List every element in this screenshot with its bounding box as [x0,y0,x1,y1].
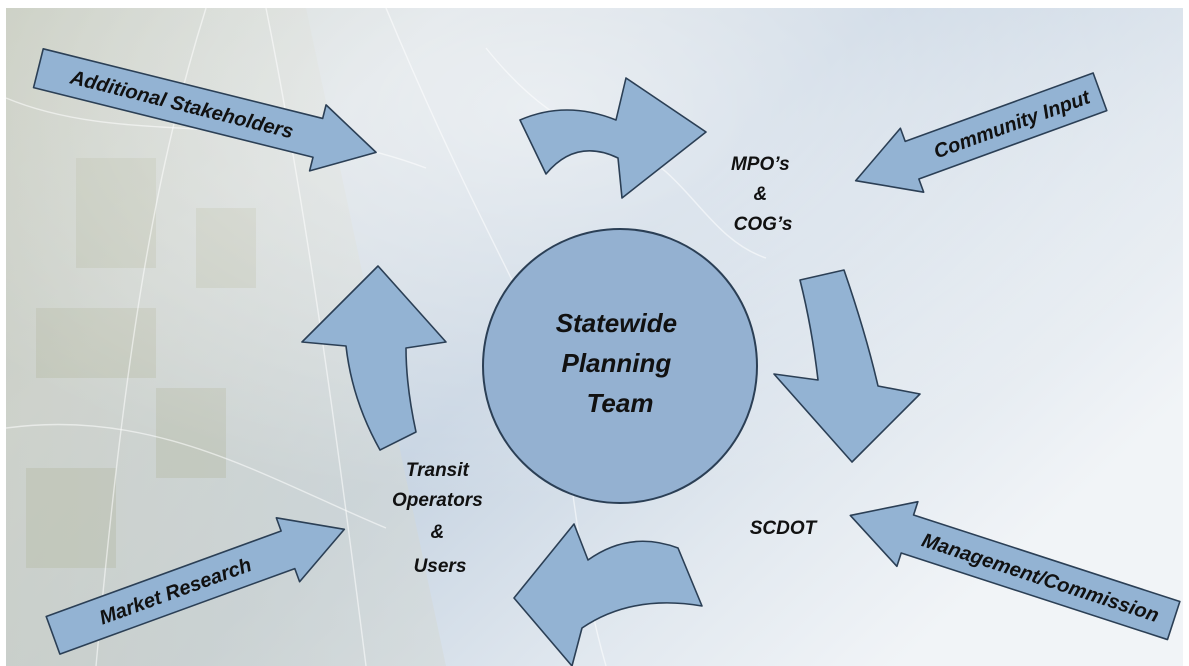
cycle-arrow-right [773,269,921,463]
input-arrow-community-input-shape [854,72,1108,193]
center-label-line-1: Statewide [556,308,677,338]
cycle-arrows [301,77,921,666]
center-label-line-3: Team [587,388,654,418]
cycle-arrow-bottom [513,523,703,666]
diagram-stage: Statewide Planning Team MPO’s & COG’s SC… [6,8,1183,666]
input-arrow-additional-stakeholders-shape [32,47,377,172]
center-circle [482,228,758,504]
input-arrow-management-commission-shape [849,500,1181,641]
transit-label: Transit Operators & Users [392,460,488,577]
transit-label-line-3: & [430,522,444,543]
cycle-diagram: Statewide Planning Team MPO’s & COG’s SC… [6,8,1183,666]
input-arrow-market-research-shape [45,517,346,655]
mpo-cog-label: MPO’s & COG’s [731,154,795,235]
center-label: Statewide Planning Team [556,308,685,418]
cycle-arrow-left [301,265,447,451]
mpo-label-line-3: COG’s [734,214,793,235]
transit-label-line-1: Transit [406,460,470,481]
mpo-label-line-2: & [753,184,767,205]
center-label-line-2: Planning [561,348,671,378]
scdot-label: SCDOT [750,518,818,539]
transit-label-line-4: Users [414,556,467,577]
scdot-label-line-1: SCDOT [750,518,818,539]
transit-label-line-2: Operators [392,490,483,511]
center-node: Statewide Planning Team [482,228,758,504]
mpo-label-line-1: MPO’s [731,154,790,175]
cycle-arrow-top [519,77,707,199]
